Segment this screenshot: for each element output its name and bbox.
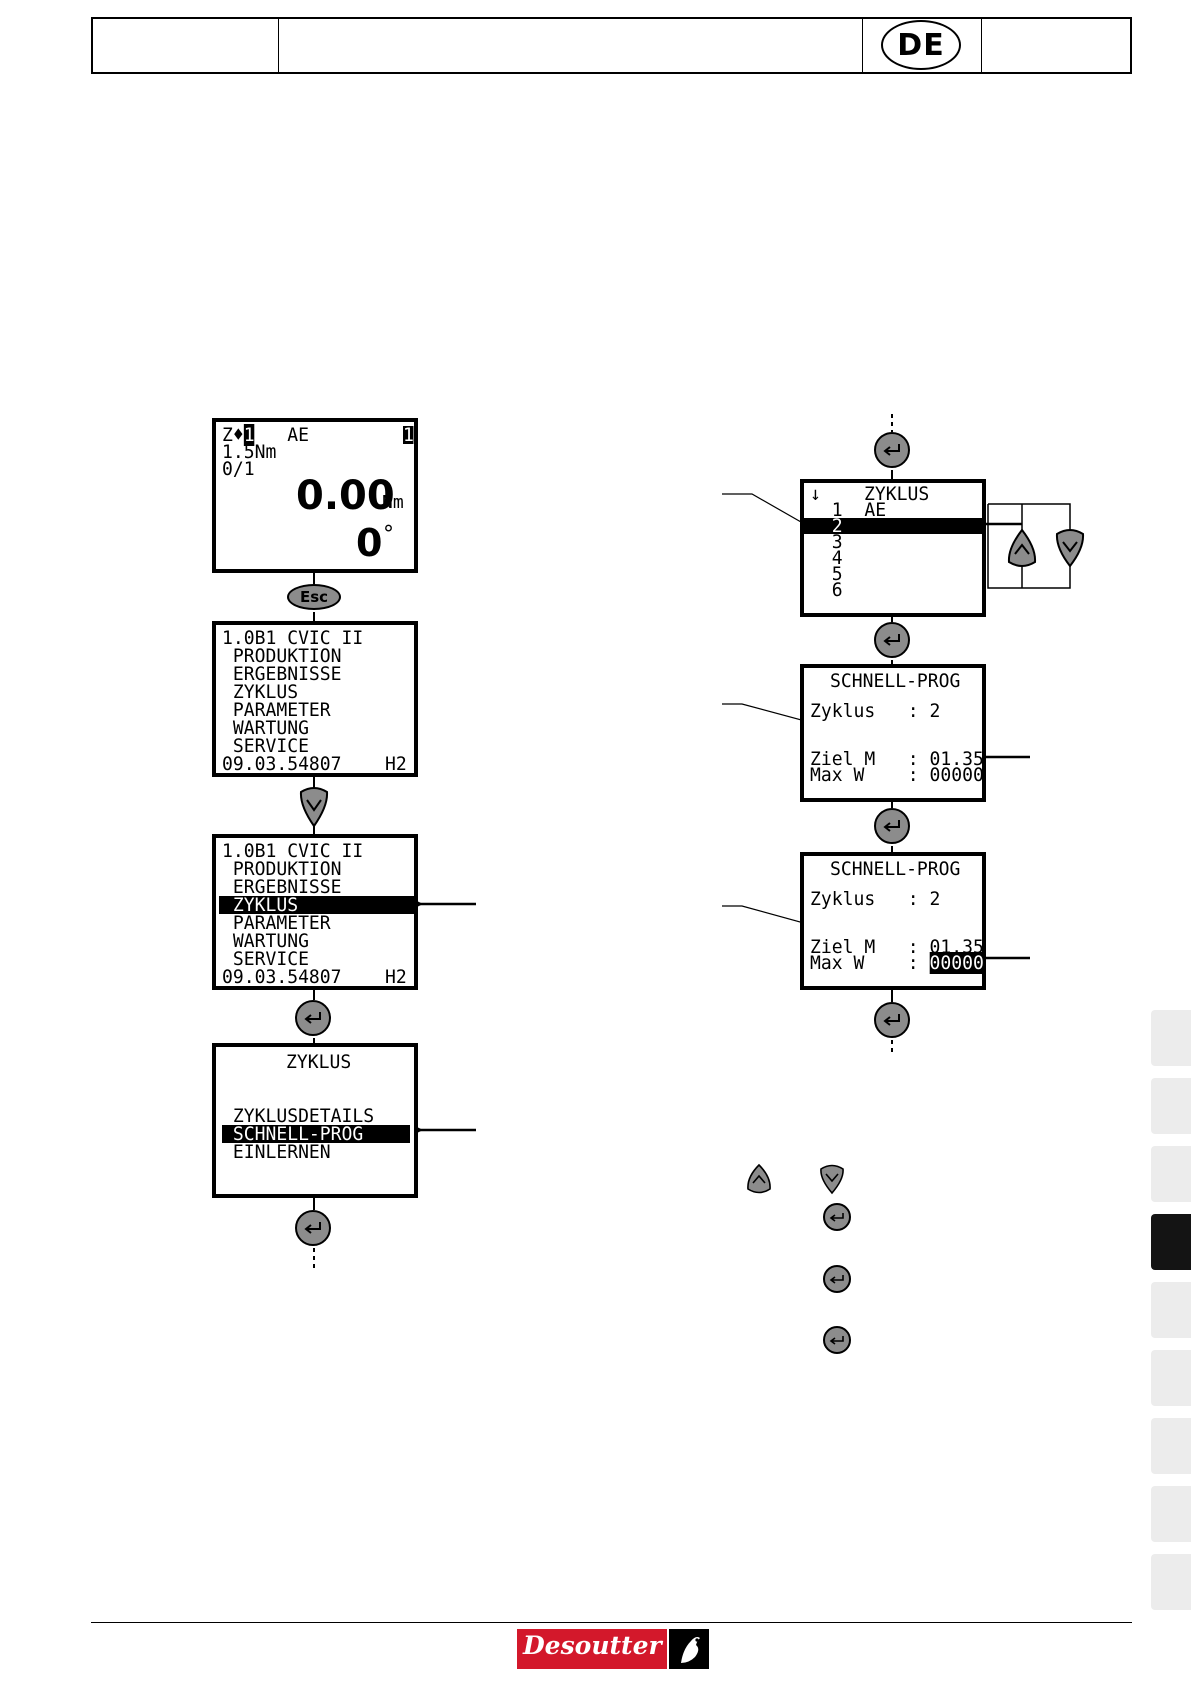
display-line: 1.5Nm — [222, 441, 277, 463]
menu-item-zyklusdetails[interactable]: ZYKLUSDETAILS — [222, 1105, 375, 1127]
angle-value: 0 — [356, 521, 383, 565]
screen-title: SCHNELL-PROG — [830, 670, 961, 692]
list-item[interactable]: 1 AE — [810, 499, 887, 521]
menu-item-produktion[interactable]: PRODUKTION — [222, 858, 342, 880]
header-divider — [278, 19, 279, 72]
torque-value: 0.00 — [296, 473, 395, 519]
display-line: 09.03.54807 H2 — [222, 966, 407, 988]
side-tab[interactable] — [1151, 1486, 1191, 1542]
enter-button[interactable] — [874, 622, 910, 658]
display-line: 1.0B1 CVIC II — [222, 627, 364, 649]
enter-button[interactable] — [874, 432, 910, 468]
menu-item-service[interactable]: SERVICE — [222, 735, 309, 757]
menu-item-zyklus[interactable]: ZYKLUS — [222, 681, 299, 703]
menu-item-parameter[interactable]: PARAMETER — [222, 912, 331, 934]
lcd-zyklus-menu: ZYKLUS ZYKLUSDETAILS SCHNELL-PROG EINLER… — [212, 1043, 418, 1198]
display-line: 1.0B1 CVIC II — [222, 840, 364, 862]
brand-logo: Desoutter — [517, 1629, 709, 1669]
header-divider — [981, 19, 982, 72]
enter-icon — [883, 634, 900, 646]
lcd-schnell-prog-max-selected: SCHNELL-PROG Zyklus : 2 Ziel M : 01.35 M… — [800, 852, 986, 990]
menu-item-wartung[interactable]: WARTUNG — [222, 930, 309, 952]
menu-item-ergebnisse[interactable]: ERGEBNISSE — [222, 663, 342, 685]
display-line: 09.03.54807 H2 — [222, 753, 407, 775]
brand-name: Desoutter — [523, 1631, 662, 1660]
enter-icon — [883, 444, 900, 456]
torque-unit: Nm — [382, 492, 404, 513]
menu-item-zyklus-selected[interactable]: ZYKLUS — [222, 894, 299, 916]
program-badge: 1 — [403, 424, 414, 446]
screen-title: ZYKLUS — [864, 483, 930, 505]
enter-icon — [883, 1014, 900, 1026]
enter-button-icon — [823, 1203, 851, 1231]
header-divider — [862, 19, 863, 72]
screen-title: SCHNELL-PROG — [830, 858, 961, 880]
menu-item-schnell-prog-selected[interactable]: SCHNELL-PROG — [222, 1123, 364, 1145]
chevron-down-icon — [1062, 541, 1078, 553]
down-arrow-button-icon — [820, 1164, 844, 1195]
lcd-schnell-prog: SCHNELL-PROG Zyklus : 2 Ziel M : 01.35 M… — [800, 664, 986, 802]
down-arrow-button[interactable] — [298, 786, 330, 828]
menu-item-parameter[interactable]: PARAMETER — [222, 699, 331, 721]
side-tab[interactable] — [1151, 1010, 1191, 1066]
menu-item-ergebnisse[interactable]: ERGEBNISSE — [222, 876, 342, 898]
list-item[interactable]: 4 — [810, 547, 843, 569]
list-item-selected[interactable]: 2 — [810, 515, 843, 537]
list-item[interactable]: 3 — [810, 531, 843, 553]
footer-rule — [91, 1622, 1132, 1623]
zyklus-value: Zyklus : 2 — [810, 888, 941, 910]
menu-item-einlernen[interactable]: EINLERNEN — [222, 1141, 331, 1163]
chevron-down-icon — [306, 799, 322, 812]
down-arrow-button[interactable] — [1054, 528, 1086, 568]
zyklus-value: Zyklus : 2 — [810, 700, 941, 722]
menu-item-wartung[interactable]: WARTUNG — [222, 717, 309, 739]
display-line: 0/1 — [222, 458, 255, 480]
up-arrow-button-icon — [747, 1163, 771, 1194]
side-tab[interactable] — [1151, 1554, 1191, 1610]
language-badge: DE — [881, 20, 961, 70]
ziel-m-field[interactable]: Ziel M : 01.35 — [810, 936, 984, 958]
selection-bar — [219, 896, 414, 914]
ziel-m-field[interactable]: Ziel M : 01.35 — [810, 748, 984, 770]
max-w-field[interactable]: Max W : 00000 — [810, 764, 984, 786]
list-item[interactable]: 6 — [810, 579, 843, 601]
angle-unit: ° — [383, 522, 394, 547]
header-table — [91, 17, 1132, 74]
enter-button-icon — [823, 1265, 851, 1293]
enter-button[interactable] — [874, 1002, 910, 1038]
enter-button[interactable] — [295, 1210, 331, 1246]
enter-button[interactable] — [874, 808, 910, 844]
menu-item-service[interactable]: SERVICE — [222, 948, 309, 970]
lcd-main-display: Z♦1 AE 1 1.5Nm 0/1 0.00 Nm 0 ° — [212, 418, 418, 573]
max-w-value-selected[interactable]: 00000 — [929, 952, 984, 974]
lcd-main-menu-zyklus-selected: 1.0B1 CVIC II PRODUKTION ERGEBNISSE ZYKL… — [212, 834, 418, 990]
side-tab[interactable] — [1151, 1078, 1191, 1134]
max-w-field[interactable]: Max W : 00000 — [810, 952, 984, 974]
chevron-up-icon — [1014, 543, 1030, 555]
selection-bar — [222, 1125, 410, 1143]
screen-title: ZYKLUS — [286, 1051, 352, 1073]
bird-logo-icon — [667, 1629, 709, 1669]
enter-icon — [304, 1222, 321, 1234]
list-item[interactable]: 5 — [810, 563, 843, 585]
scroll-down-icon: ↓ — [810, 483, 821, 505]
up-arrow-button[interactable] — [1006, 528, 1038, 568]
side-tab[interactable] — [1151, 1282, 1191, 1338]
side-tab[interactable] — [1151, 1418, 1191, 1474]
side-tab-active[interactable] — [1151, 1214, 1191, 1270]
enter-button-icon — [823, 1326, 851, 1354]
side-tab[interactable] — [1151, 1146, 1191, 1202]
enter-icon — [883, 820, 900, 832]
enter-button[interactable] — [295, 1000, 331, 1036]
display-line: Z♦1 AE — [222, 424, 309, 446]
lcd-main-menu: 1.0B1 CVIC II PRODUKTION ERGEBNISSE ZYKL… — [212, 621, 418, 777]
esc-button[interactable]: Esc — [287, 584, 341, 610]
enter-icon — [304, 1012, 321, 1024]
selection-bar — [804, 518, 982, 534]
lcd-zyklus-list: ↓ ZYKLUS 1 AE 2 3 4 5 6 — [800, 479, 986, 617]
menu-item-produktion[interactable]: PRODUKTION — [222, 645, 342, 667]
side-tab[interactable] — [1151, 1350, 1191, 1406]
